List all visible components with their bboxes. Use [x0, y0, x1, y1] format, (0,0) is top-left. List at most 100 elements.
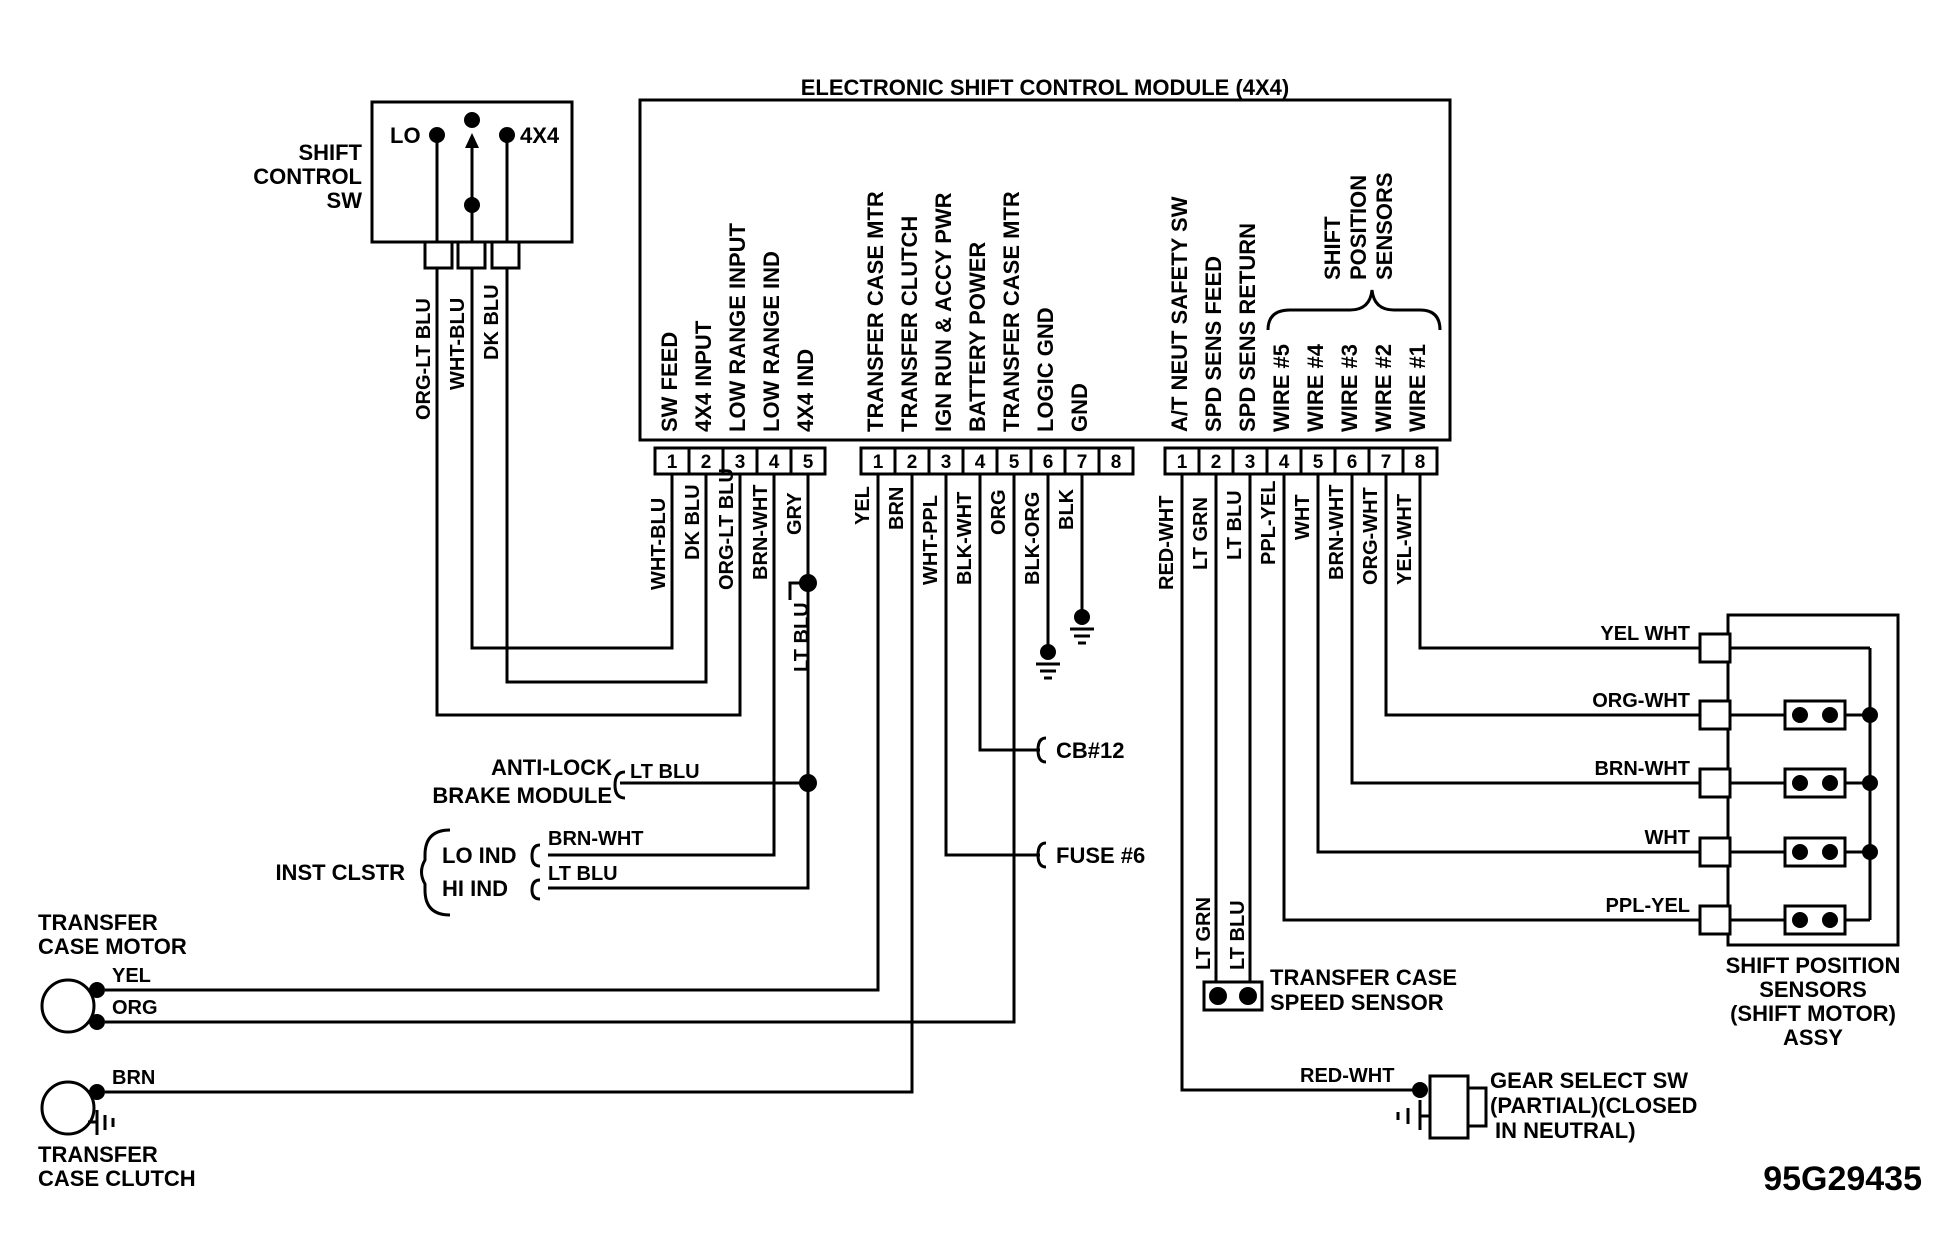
- abs-line1: ANTI-LOCK: [491, 755, 612, 780]
- gear-select-wire: RED-WHT: [1300, 1065, 1394, 1087]
- conn-c-pins: 1 2 3 4 5 6 7 8: [1163, 446, 1439, 476]
- func-b4: BATTERY POWER: [965, 242, 990, 432]
- wire-a4: BRN-WHT: [750, 484, 772, 580]
- shift-control-switch: SHIFT CONTROL SW LO 4X4 ORG-LT BLU WHT-B…: [253, 100, 574, 420]
- tc-motor-line1: TRANSFER: [38, 910, 158, 935]
- conn-b-wire-labels: YEL BRN WHT-PPL BLK-WHT ORG BLK-ORG BLK: [852, 486, 1078, 585]
- pin-b6: 6: [1043, 452, 1054, 473]
- wire-b6: BLK-ORG: [1022, 492, 1044, 585]
- pin-c4: 4: [1279, 452, 1290, 473]
- conn-b-wires: [105, 474, 1084, 1094]
- conn-a-functions: SW FEED 4X4 INPUT LOW RANGE INPUT LOW RA…: [657, 222, 818, 432]
- inst-clstr-label: INST CLSTR: [275, 860, 405, 885]
- tc-clutch-line2: CASE CLUTCH: [38, 1166, 196, 1191]
- ground-icon: [1036, 609, 1094, 680]
- gear-select-line2: (PARTIAL)(CLOSED: [1490, 1093, 1697, 1118]
- conn-c-functions: A/T NEUT SAFETY SW SPD SENS FEED SPD SEN…: [1167, 196, 1430, 432]
- transfer-case-clutch: BRN TRANSFER CASE CLUTCH: [38, 1067, 196, 1191]
- figure-id: 95G29435: [1763, 1160, 1922, 1198]
- func-c4: WIRE #5: [1269, 344, 1294, 432]
- wire-b3: WHT-PPL: [920, 495, 942, 585]
- wire-b2: BRN: [886, 487, 908, 530]
- cb12: CB#12: [1036, 736, 1124, 764]
- wire-c8: YEL-WHT: [1394, 494, 1416, 585]
- abs-wire: LT BLU: [630, 761, 700, 783]
- func-b2: TRANSFER CLUTCH: [897, 216, 922, 432]
- wire-b5: ORG: [988, 489, 1010, 535]
- transfer-case-speed-sensor: LT GRN LT BLU TRANSFER CASE SPEED SENSOR: [1193, 897, 1457, 1015]
- switch-title-3: SW: [327, 188, 363, 213]
- wire-a2: DK BLU: [682, 484, 704, 560]
- lo-ind-wire: BRN-WHT: [548, 828, 644, 850]
- speed-sensor-line2: SPEED SENSOR: [1270, 990, 1444, 1015]
- wire-c2: LT GRN: [1190, 497, 1212, 570]
- ss-wire-2: ORG-WHT: [1592, 690, 1690, 712]
- pin-c8: 8: [1415, 452, 1426, 473]
- wire-c1: RED-WHT: [1156, 496, 1178, 590]
- sensor-group-brace: [1266, 289, 1442, 331]
- switch-4x4: 4X4: [520, 123, 560, 148]
- switch-wire-2: WHT-BLU: [447, 298, 469, 390]
- pin-b4: 4: [975, 452, 986, 473]
- assy-line2: SENSORS: [1759, 977, 1867, 1002]
- pin-c6: 6: [1347, 452, 1358, 473]
- func-b3: IGN RUN & ACCY PWR: [931, 192, 956, 432]
- wire-c4: PPL-YEL: [1258, 481, 1280, 565]
- shift-sensor-wires: [1282, 474, 1700, 922]
- func-c3: SPD SENS RETURN: [1235, 223, 1260, 432]
- switch-title-1: SHIFT: [298, 140, 362, 165]
- assy-line3: (SHIFT MOTOR): [1730, 1001, 1896, 1026]
- wire-a1: WHT-BLU: [648, 498, 670, 590]
- wire-c5: WHT: [1292, 494, 1314, 540]
- shift-sensor-wire-labels: YEL WHT ORG-WHT BRN-WHT WHT PPL-YEL: [1592, 623, 1690, 917]
- pin-c7: 7: [1381, 452, 1392, 473]
- indicator-wires: LT BLU: [548, 474, 817, 890]
- module-title: ELECTRONIC SHIFT CONTROL MODULE (4X4): [801, 75, 1290, 100]
- wire-c3: LT BLU: [1224, 490, 1246, 560]
- wire-b7: BLK: [1056, 488, 1078, 530]
- anti-lock-brake-module: ANTI-LOCK BRAKE MODULE LT BLU: [432, 755, 699, 808]
- switch-lo: LO: [390, 123, 421, 148]
- ss-wire-4: WHT: [1644, 827, 1690, 849]
- shift-position-sensors-assy: SHIFT POSITION SENSORS (SHIFT MOTOR) ASS…: [1698, 613, 1901, 1050]
- hi-ind: HI IND: [442, 876, 508, 901]
- assy-line1: SHIFT POSITION: [1726, 953, 1901, 978]
- pin-c1: 1: [1177, 452, 1188, 473]
- wire-a5: GRY: [784, 492, 806, 535]
- abs-line2: BRAKE MODULE: [432, 783, 612, 808]
- func-b1: TRANSFER CASE MTR: [863, 191, 888, 432]
- gear-select-line3: IN NEUTRAL): [1495, 1118, 1636, 1143]
- tc-clutch-line1: TRANSFER: [38, 1142, 158, 1167]
- tc-clutch-wire: BRN: [112, 1067, 155, 1089]
- gear-select-switch: RED-WHT GEAR SELECT SW (PARTIAL)(CLOSED …: [1300, 1065, 1697, 1143]
- ss-wire-5: PPL-YEL: [1606, 895, 1690, 917]
- switch-wires: [435, 268, 742, 717]
- speed-sensor-line1: TRANSFER CASE: [1270, 965, 1457, 990]
- lo-ind: LO IND: [442, 843, 517, 868]
- pin-a2: 2: [701, 452, 712, 473]
- func-c8: WIRE #1: [1405, 344, 1430, 432]
- func-a3: LOW RANGE INPUT: [725, 222, 750, 432]
- conn-c-lower-wires: [1180, 474, 1420, 1092]
- conn-a-pins: 1 2 3 4 5: [653, 446, 827, 476]
- group-label-2: POSITION: [1346, 175, 1371, 280]
- conn-a-wire-labels: WHT-BLU DK BLU ORG-LT BLU BRN-WHT GRY: [648, 468, 806, 590]
- group-label-3: SENSORS: [1372, 172, 1397, 280]
- func-c6: WIRE #3: [1337, 344, 1362, 432]
- pin-a4: 4: [769, 452, 780, 473]
- func-a1: SW FEED: [657, 332, 682, 432]
- func-a4: LOW RANGE IND: [759, 251, 784, 432]
- pin-c2: 2: [1211, 452, 1222, 473]
- wire-a3: ORG-LT BLU: [716, 468, 738, 590]
- module-box: [638, 98, 1452, 442]
- wire-c7: ORG-WHT: [1360, 487, 1382, 585]
- func-a5: 4X4 IND: [793, 349, 818, 432]
- func-c7: WIRE #2: [1371, 344, 1396, 432]
- switch-wire-3: DK BLU: [481, 284, 503, 360]
- transfer-case-motor: TRANSFER CASE MOTOR YEL ORG: [38, 910, 187, 1034]
- speed-wire1: LT GRN: [1193, 897, 1215, 970]
- pin-a3: 3: [735, 452, 746, 473]
- switch-wire-1: ORG-LT BLU: [413, 298, 435, 420]
- wire-b4: BLK-WHT: [954, 492, 976, 585]
- conn-a-body: [653, 446, 827, 476]
